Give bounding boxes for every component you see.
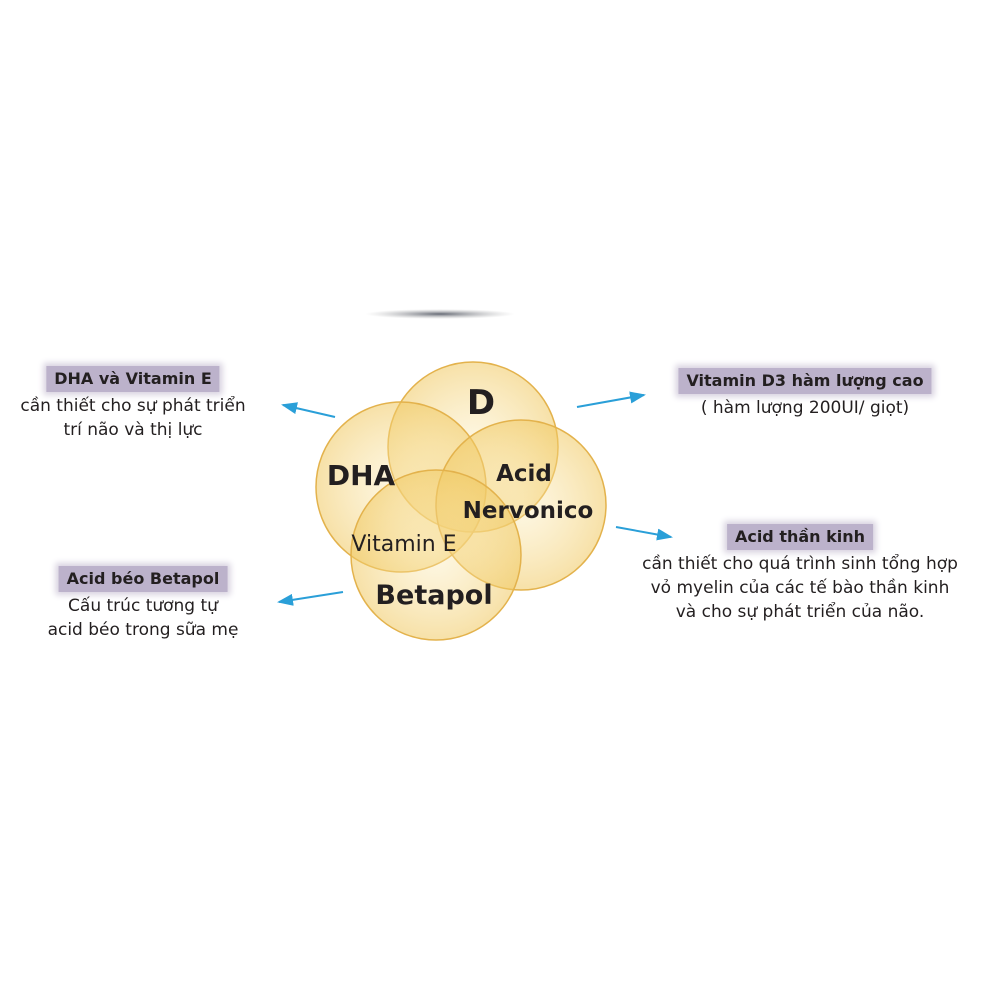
circle-label-betapol: Betapol [375, 580, 493, 611]
circle-label-nervonico: Nervonico [462, 498, 594, 524]
circle-label-d: D [466, 383, 496, 423]
arrow-acid [615, 526, 673, 541]
shadow-decoration [365, 309, 515, 319]
callout-vitamin-d3: Vitamin D3 hàm lượng cao ( hàm lượng 200… [678, 368, 932, 420]
callout-betapol: Acid béo Betapol Cấu trúc tương tự acid … [47, 566, 239, 642]
callout-line: cần thiết cho quá trình sinh tổng hợp [642, 554, 958, 574]
arrow-betapol [277, 591, 344, 606]
circle-label-dha: DHA [326, 459, 396, 492]
callout-dha: DHA và Vitamin E cần thiết cho sự phát t… [20, 366, 246, 442]
arrow-dha [281, 402, 336, 418]
callout-title: DHA và Vitamin E [46, 366, 220, 392]
circle-betapol [350, 469, 522, 641]
callout-line: và cho sự phát triển của não. [675, 602, 925, 622]
callout-line: trí não và thị lực [63, 420, 203, 440]
callout-line: cần thiết cho sự phát triển [20, 396, 246, 416]
callout-line: acid béo trong sữa mẹ [47, 620, 239, 640]
overlap-label-vitamin-e: Vitamin E [351, 532, 457, 557]
callout-title: Acid thần kinh [726, 524, 874, 550]
callout-acid: Acid thần kinh cần thiết cho quá trình s… [642, 524, 958, 624]
arrow-vitamin-d3 [576, 391, 646, 408]
callout-title: Vitamin D3 hàm lượng cao [678, 368, 932, 394]
callout-line: vỏ myelin của các tế bào thần kinh [650, 578, 950, 598]
callout-title: Acid béo Betapol [58, 566, 228, 592]
callout-line: Cấu trúc tương tự [68, 596, 218, 616]
callout-line: ( hàm lượng 200UI/ giọt) [700, 398, 910, 418]
circle-label-acid: Acid [496, 461, 552, 487]
